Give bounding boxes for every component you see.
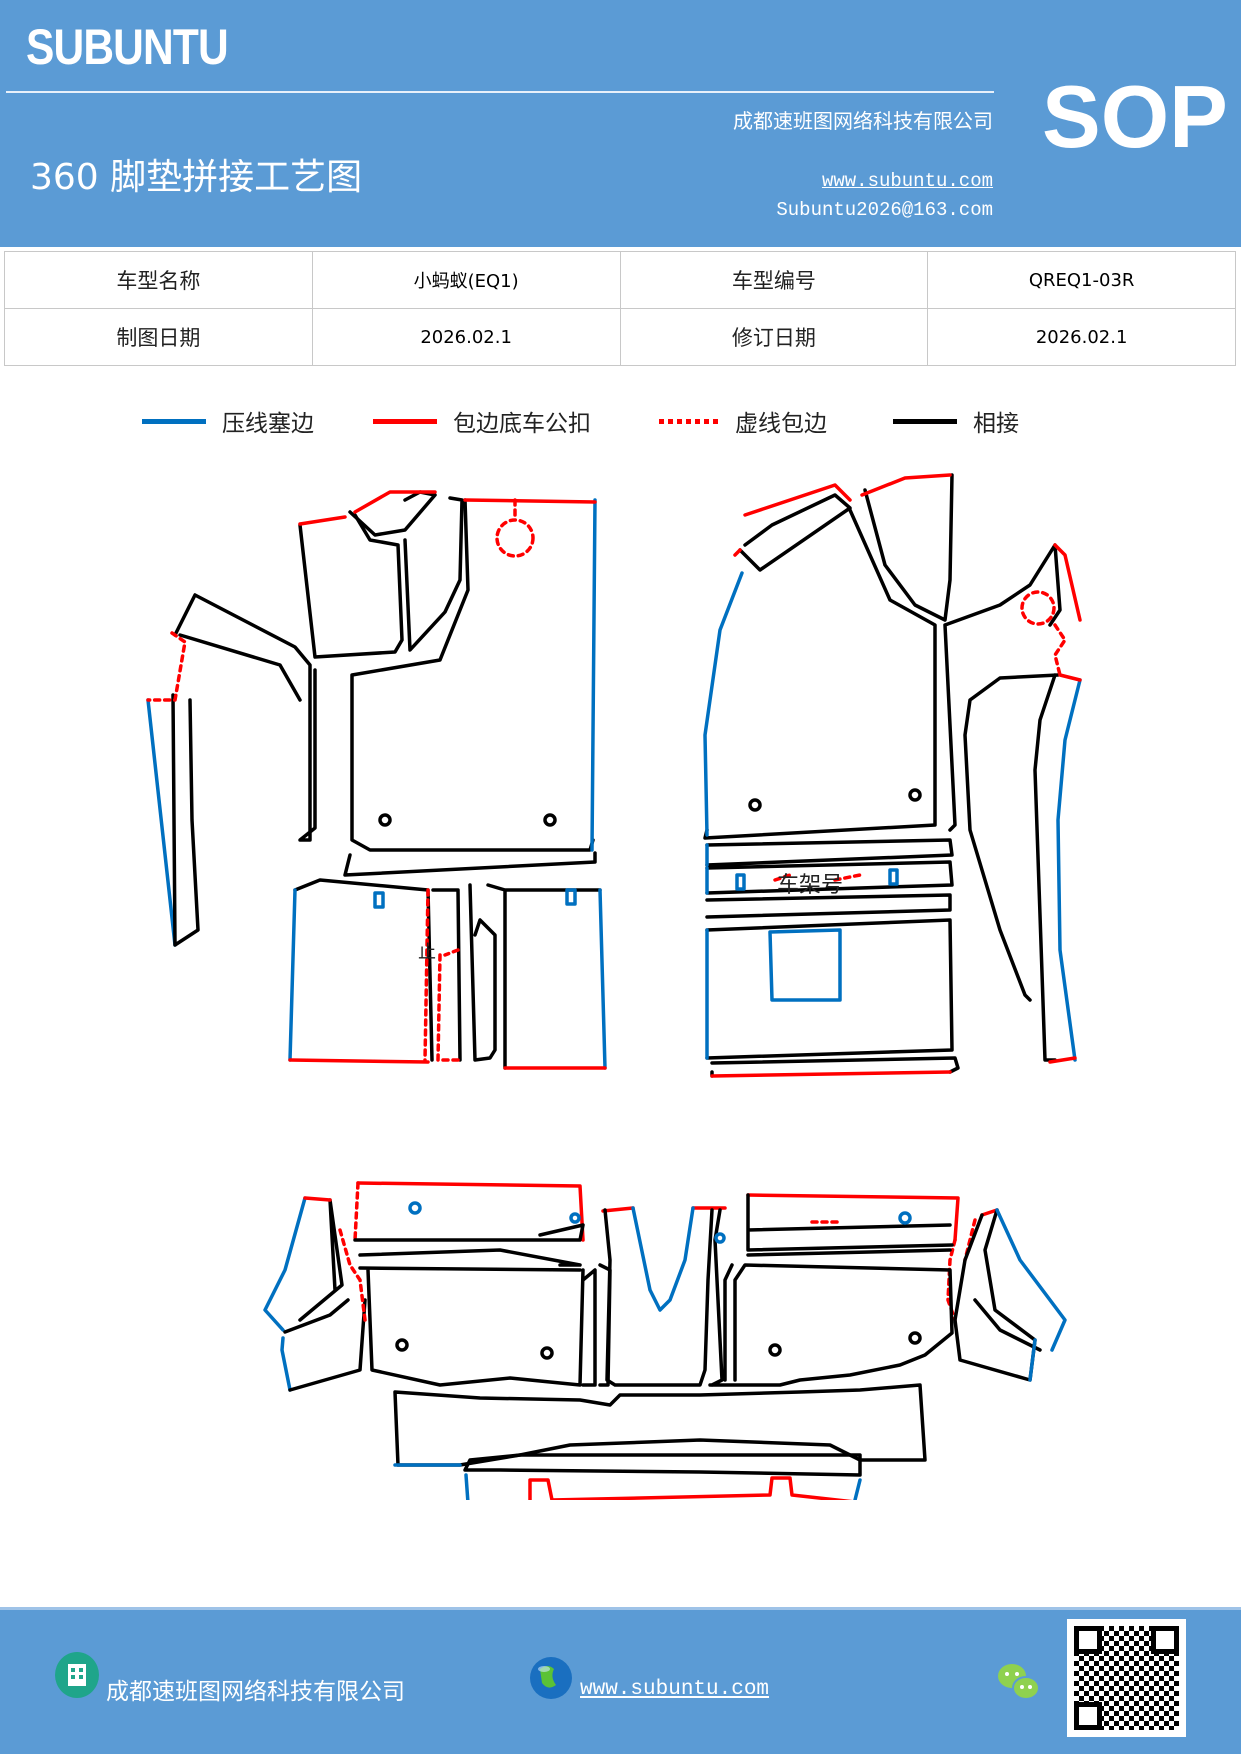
legend-swatch: [373, 418, 437, 424]
legend-item: 压线塞边: [142, 404, 314, 438]
stop-label: 止: [418, 942, 436, 963]
table-row: 车型名称 小蚂蚁(EQ1) 车型编号 QREQ1-03R: [4, 251, 1236, 309]
right-front-pieces: 车架号 止: [418, 473, 1082, 1078]
pattern-drawing: 车架号 止: [146, 473, 1082, 1500]
globe-icon: [530, 1657, 572, 1699]
divider: [6, 91, 994, 93]
legend-item: 虚线包边: [659, 404, 827, 438]
footer: 成都速班图网络科技有限公司 www.subuntu.com: [0, 1607, 1241, 1754]
legend-swatch: [142, 418, 206, 424]
email-text: Subuntu2026@163.com: [776, 199, 993, 221]
value-model-name: 小蚂蚁(EQ1): [311, 251, 621, 309]
label-revise-date: 修订日期: [619, 308, 929, 366]
legend-item: 包边底车公扣: [373, 404, 591, 438]
website-link[interactable]: www.subuntu.com: [821, 170, 993, 192]
legend-swatch: [893, 418, 957, 424]
header: SUBUNTU SOP 成都速班图网络科技有限公司 360 脚垫拼接工艺图 ww…: [0, 0, 1241, 247]
footer-website-link[interactable]: www.subuntu.com: [580, 1678, 770, 1701]
page-title: 360 脚垫拼接工艺图: [30, 157, 363, 198]
table-row: 制图日期 2026.02.1 修订日期 2026.02.1: [4, 308, 1236, 366]
legend-swatch: [659, 418, 719, 424]
label-model-name: 车型名称: [4, 251, 313, 309]
legend-label: 包边底车公扣: [453, 411, 591, 437]
qr-code[interactable]: [1067, 1619, 1186, 1737]
info-table: 车型名称 小蚂蚁(EQ1) 车型编号 QREQ1-03R 制图日期 2026.0…: [4, 251, 1236, 366]
rear-pieces: [263, 1181, 1067, 1500]
value-draw-date: 2026.02.1: [311, 308, 621, 366]
left-front-pieces: [146, 490, 607, 1070]
legend-label: 虚线包边: [735, 411, 827, 437]
value-model-code: QREQ1-03R: [927, 251, 1236, 309]
legend-label: 压线塞边: [222, 411, 314, 437]
sop-badge: SOP: [1042, 67, 1228, 166]
wechat-icon: [998, 1664, 1040, 1700]
label-model-code: 车型编号: [619, 251, 929, 309]
legend: 压线塞边 包边底车公扣 虚线包边 相接: [0, 404, 1241, 440]
company-name: 成都速班图网络科技有限公司: [733, 109, 993, 133]
value-revise-date: 2026.02.1: [927, 308, 1236, 366]
frame-number-label: 车架号: [777, 873, 843, 898]
building-icon: [55, 1652, 99, 1698]
legend-item: 相接: [893, 404, 1019, 438]
legend-label: 相接: [973, 411, 1019, 437]
footer-company: 成都速班图网络科技有限公司: [106, 1679, 405, 1705]
label-draw-date: 制图日期: [4, 308, 313, 366]
brand-logo: SUBUNTU: [26, 19, 229, 75]
